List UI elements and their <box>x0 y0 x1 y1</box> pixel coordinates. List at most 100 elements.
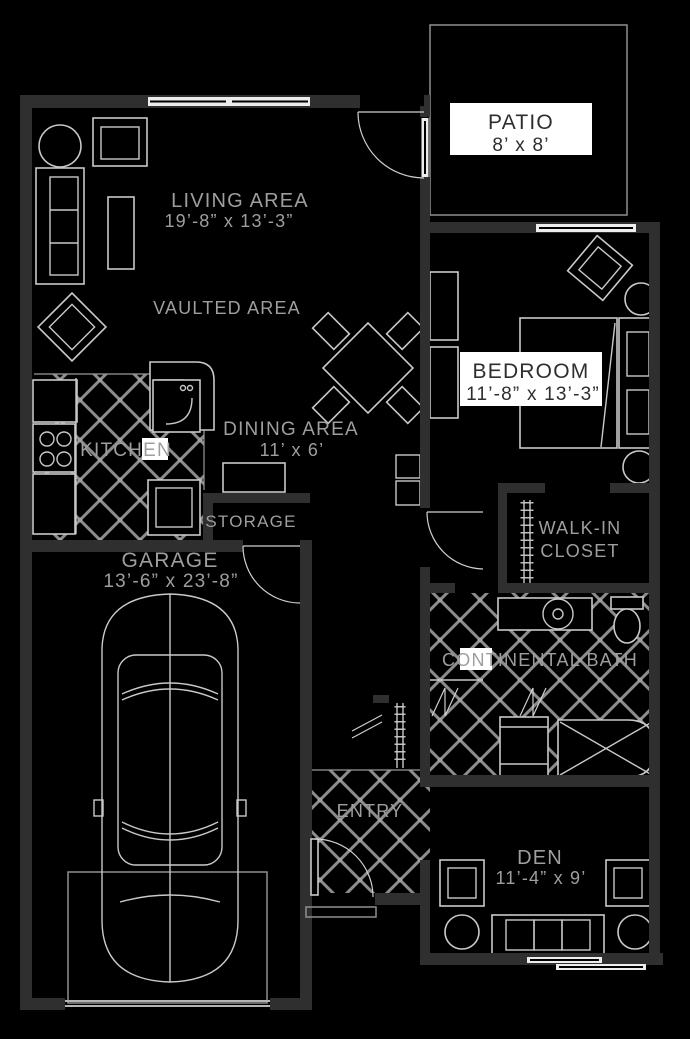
dining-chair <box>385 311 425 351</box>
patio <box>429 24 628 216</box>
corner-oven-door-arc <box>165 397 193 425</box>
garage-label: GARAGE <box>121 549 218 572</box>
walk-in-closet-rod <box>520 500 534 583</box>
den-sofa <box>491 914 605 961</box>
patio-dims: 8’ x 8’ <box>492 135 549 156</box>
burner <box>56 451 72 467</box>
dining-chair <box>311 385 351 425</box>
patio-side-wall-stub <box>420 106 430 117</box>
hall-wall-mid <box>420 567 430 787</box>
oven-knob <box>179 384 187 392</box>
den-chair <box>605 859 651 907</box>
patio-label-box <box>450 103 592 155</box>
kitchen-label-box <box>142 438 168 460</box>
bath-label: CONTINENTAL BATH <box>442 650 638 670</box>
burner <box>39 431 55 447</box>
kitchen-counter-left <box>32 473 76 535</box>
garage-bottom-wall <box>20 998 65 1010</box>
den-sofa-cushion <box>561 919 591 951</box>
bedroom-label: BEDROOM <box>473 360 590 383</box>
kitchen-label: KITCHEN <box>80 440 172 461</box>
den-side-table <box>444 914 480 950</box>
dining-table <box>321 321 415 415</box>
dining-chair <box>385 385 425 425</box>
entry-bottom-wall-stub <box>300 893 312 905</box>
sofa <box>35 167 85 285</box>
front-door-swing <box>314 838 374 898</box>
right-exterior-wall <box>649 222 660 965</box>
bedroom-bottom-wall <box>498 483 545 493</box>
windows <box>148 97 646 970</box>
coffee-table <box>107 196 135 270</box>
garage-contents <box>67 593 268 1004</box>
refrigerator <box>32 379 78 423</box>
headboard <box>618 317 654 449</box>
vanity-counter <box>497 597 593 631</box>
toilet-tank <box>610 596 644 610</box>
round-side-table <box>38 124 82 168</box>
entry-label: ENTRY <box>337 801 404 821</box>
laundry-unit <box>499 716 549 778</box>
entry-tile-floor <box>305 770 430 893</box>
storage-label: STORAGE <box>205 512 296 531</box>
dresser <box>429 271 459 341</box>
dining-area-dims: 11’ x 6’ <box>260 440 325 460</box>
living-room-furniture <box>35 117 215 431</box>
living-window <box>148 97 310 106</box>
patio-door-swing <box>357 111 425 179</box>
front-door-leaf <box>310 838 319 896</box>
bedroom-bottom-wall <box>610 483 660 493</box>
closet-door-ajar <box>351 714 383 739</box>
entry-stoop <box>305 906 377 918</box>
patio-label: PATIO <box>488 111 554 134</box>
bifold-door <box>519 687 547 717</box>
garage-top-wall <box>20 540 243 552</box>
hall-closet <box>351 695 406 768</box>
bathtub-x <box>559 721 653 776</box>
den-dims: 11’-4” x 9’ <box>496 868 587 888</box>
dining-chair <box>311 311 351 351</box>
garage-dims: 13’-6” x 23’-8” <box>103 571 238 592</box>
kitchen-fixtures <box>32 378 201 536</box>
oven-knob <box>186 384 194 392</box>
garage-right-wall <box>300 540 312 1010</box>
sofa-cushions <box>49 176 79 276</box>
armchair-top <box>92 117 148 167</box>
bed-fold-line <box>600 322 616 448</box>
sideboard <box>222 462 286 493</box>
bath-bottom-wall <box>430 775 660 787</box>
burner <box>56 431 72 447</box>
kitchen-counter-right-inner <box>155 487 193 528</box>
entry-bottom-wall <box>375 893 430 905</box>
top-wall-stub <box>424 95 430 108</box>
garage-bottom-wall <box>270 998 312 1010</box>
armchair-top-cushion <box>100 126 140 160</box>
car-mirror <box>236 799 247 817</box>
bedroom-hall-door-swing <box>426 511 484 570</box>
dining-area-label: DINING AREA <box>223 419 359 440</box>
den-side-table <box>617 914 653 950</box>
closet-left-wall <box>498 493 507 590</box>
left-exterior-wall <box>20 95 32 1010</box>
toilet-bowl <box>613 608 641 644</box>
hall-wall-lower <box>420 860 430 965</box>
sink-drain <box>552 608 564 620</box>
labels: PATIO 8’ x 8’ LIVING AREA 19’-8” x 13’-3… <box>80 103 638 888</box>
bifold-door <box>431 687 459 717</box>
dresser <box>429 346 459 419</box>
den-label: DEN <box>517 847 563 869</box>
closet-bottom-wall <box>420 583 455 593</box>
hall-closet-wall-stub <box>373 695 389 703</box>
car <box>93 593 247 983</box>
bath-top-wall <box>498 583 660 593</box>
doors <box>65 111 484 1007</box>
bath-fixtures <box>426 596 656 778</box>
walls <box>20 95 663 1010</box>
patio-outline <box>429 24 628 216</box>
car-mirror <box>93 799 104 817</box>
bedroom-chair <box>566 234 634 302</box>
den-furniture <box>439 859 653 961</box>
burner <box>39 451 55 467</box>
walk-in-closet-label-2: CLOSET <box>540 541 619 561</box>
